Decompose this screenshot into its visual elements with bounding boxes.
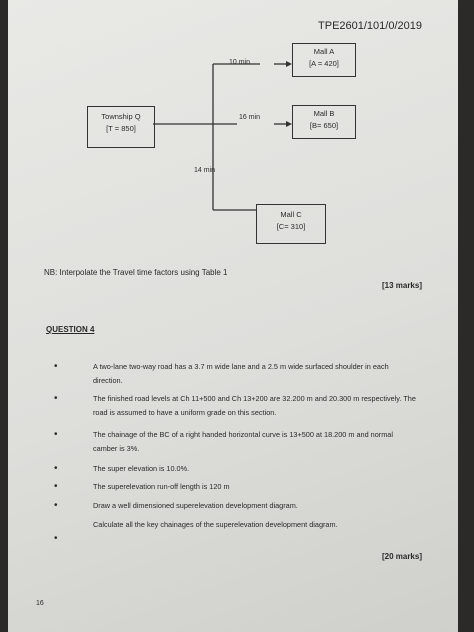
marks-label: [20 marks] (381, 552, 422, 561)
bullet-icon: • (54, 533, 58, 544)
list-item: The super elevation is 10.0%. (93, 464, 190, 473)
list-item: A two-lane two-way road has a 3.7 m wide… (93, 362, 389, 385)
arrowhead-icon (286, 61, 292, 67)
mall-a-name: Mall A (313, 47, 335, 56)
mall-b-box: Mall B [B= 650] (292, 105, 356, 139)
mall-c-name: Mall C (280, 210, 302, 219)
nb-note: NB: Interpolate the Travel time factors … (44, 268, 228, 277)
township-value: [T = 850] (106, 124, 136, 133)
page-number: 16 (36, 600, 44, 607)
arrowhead-icon (286, 121, 292, 127)
exam-page: TPE2601/101/0/2019 Township Q [T = 850] … (8, 0, 458, 632)
mall-c-box: Mall C [C= 310] (256, 204, 326, 244)
bullet-icon: • (54, 429, 58, 440)
bullet-icon: • (54, 500, 58, 511)
township-q-box: Township Q [T = 850] (87, 106, 155, 148)
list-item: The superelevation run-off length is 120… (93, 482, 230, 491)
mall-a-box: Mall A [A = 420] (292, 43, 356, 77)
mall-a-value: [A = 420] (309, 59, 339, 68)
travel-time-c: 14 min (194, 167, 216, 174)
list-item: The finished road levels at Ch 11+500 an… (93, 394, 416, 417)
marks-label: [13 marks] (381, 281, 422, 290)
bullet-icon: • (54, 361, 58, 372)
list-item: Calculate all the key chainages of the s… (93, 520, 338, 529)
document-code: TPE2601/101/0/2019 (318, 20, 422, 32)
bullet-icon: • (54, 463, 58, 474)
bullet-icon: • (54, 393, 58, 404)
travel-time-b: 16 min (239, 114, 261, 121)
bullet-icon: • (54, 481, 58, 492)
mall-b-value: [B= 650] (309, 121, 339, 130)
list-item: The chainage of the BC of a right handed… (93, 430, 393, 453)
question-heading: QUESTION 4 (46, 325, 95, 334)
township-name: Township Q (101, 112, 141, 121)
travel-time-a: 10 min (229, 59, 251, 66)
mall-b-name: Mall B (313, 109, 335, 118)
travel-network-diagram (153, 61, 292, 211)
list-item: Draw a well dimensioned superelevation d… (93, 501, 298, 510)
mall-c-value: [C= 310] (276, 222, 306, 231)
